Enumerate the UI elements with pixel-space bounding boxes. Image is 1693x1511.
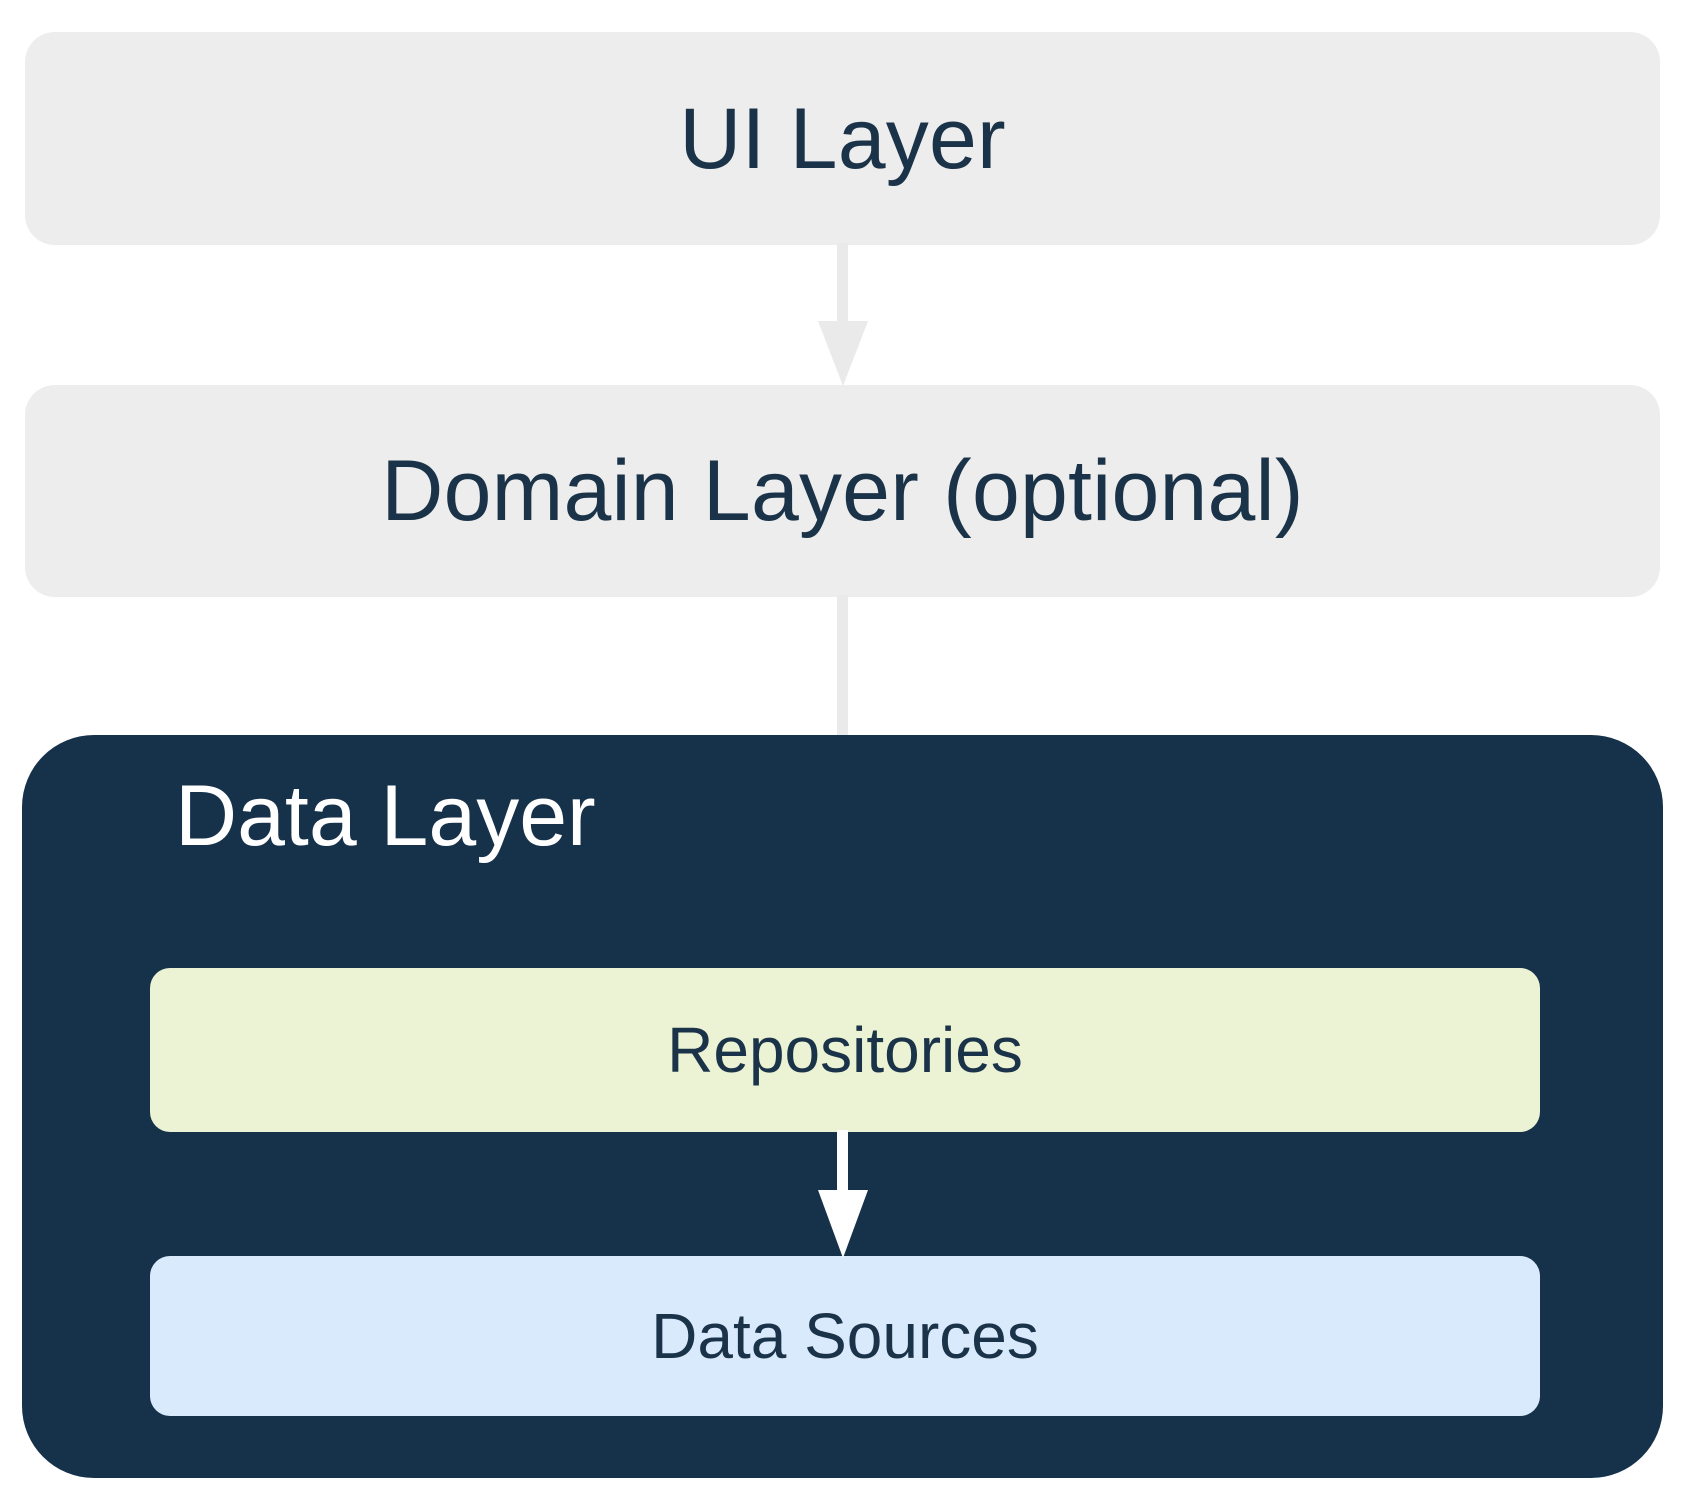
repositories-label: Repositories (667, 1014, 1023, 1086)
data-layer-box: Data Layer Repositories Data Sources (22, 735, 1663, 1478)
data-layer-label: Data Layer (175, 768, 596, 864)
data-sources-box: Data Sources (150, 1256, 1540, 1416)
ui-layer-box: UI Layer (25, 32, 1660, 245)
ui-layer-label: UI Layer (679, 90, 1006, 187)
repositories-box: Repositories (150, 968, 1540, 1132)
domain-layer-label: Domain Layer (optional) (381, 443, 1304, 539)
domain-layer-box: Domain Layer (optional) (25, 385, 1660, 597)
arrow-ui-to-domain-icon (793, 243, 893, 388)
data-sources-label: Data Sources (651, 1300, 1039, 1372)
